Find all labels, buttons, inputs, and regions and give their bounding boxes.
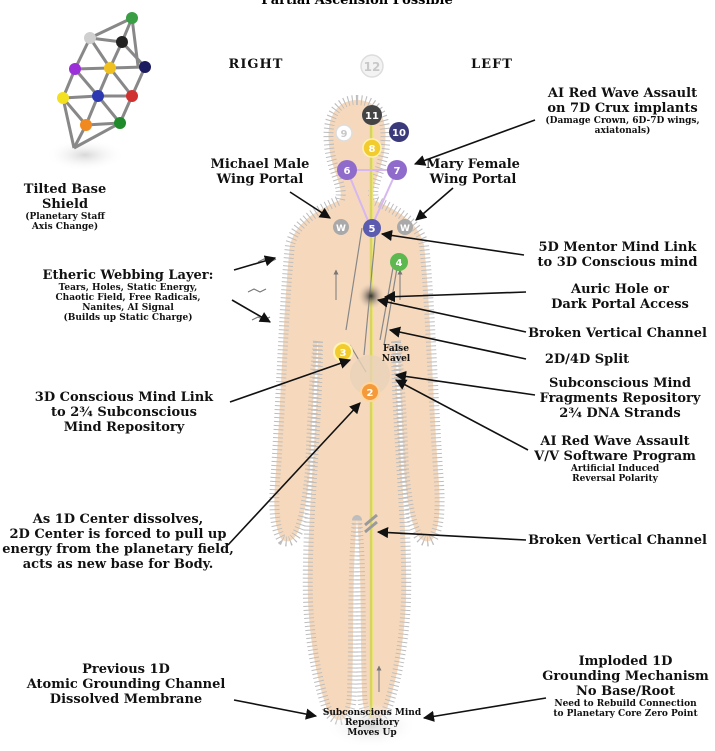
- dissolve-label: As 1D Center dissolves,2D Center is forc…: [2, 512, 234, 572]
- crystal-lattice-icon: [45, 12, 151, 171]
- auric-hole: [357, 282, 385, 310]
- tilted-base-shield-label: Tilted Base Shield (Planetary Staff Axis…: [0, 182, 130, 232]
- broken-channel-label-upper: Broken Vertical Channel: [520, 326, 715, 341]
- svg-text:7: 7: [394, 166, 401, 177]
- svg-text:8: 8: [369, 144, 376, 155]
- label-right: RIGHT: [224, 57, 288, 72]
- svg-text:3: 3: [340, 348, 347, 359]
- wing-portal-right: W: [333, 219, 349, 235]
- svg-text:6: 6: [344, 166, 351, 177]
- svg-text:W: W: [400, 224, 410, 234]
- wing-portal-left: W: [397, 219, 413, 235]
- broken-channel-label-lower: Broken Vertical Channel: [520, 533, 715, 548]
- chakra-5: 5: [363, 219, 381, 237]
- svg-text:5: 5: [369, 224, 376, 235]
- chakra-7: 7: [387, 160, 407, 180]
- svg-text:2: 2: [367, 388, 374, 399]
- chakra-4: 4: [390, 253, 408, 271]
- diagram-title: Partial Ascension Possible: [261, 0, 452, 8]
- chakra-3: 3: [334, 343, 352, 361]
- svg-text:4: 4: [396, 258, 403, 269]
- svg-text:12: 12: [364, 60, 381, 74]
- svg-text:11: 11: [365, 111, 379, 122]
- chakra-6: 6: [337, 160, 357, 180]
- label-left: LEFT: [462, 57, 522, 72]
- chakra-2: 2: [361, 383, 379, 401]
- red-wave-vv-label: AI Red Wave Assault V/V Software Program…: [525, 434, 705, 484]
- chakra-8: 8: [363, 139, 381, 157]
- svg-text:W: W: [336, 224, 346, 234]
- crux-assault-label: AI Red Wave Assault on 7D Crux implants …: [530, 86, 715, 136]
- split-label: 2D/4D Split: [532, 352, 642, 367]
- chakra-10: 10: [389, 122, 409, 142]
- etheric-webbing-label: Etheric Webbing Layer: Tears, Holes, Sta…: [22, 268, 234, 323]
- svg-text:9: 9: [341, 129, 348, 140]
- chakra-11: 11: [362, 105, 382, 125]
- chakra-9: 9: [336, 125, 352, 141]
- svg-text:10: 10: [392, 128, 406, 139]
- imploded-1d-label: Imploded 1D Grounding Mechanism No Base/…: [538, 654, 713, 719]
